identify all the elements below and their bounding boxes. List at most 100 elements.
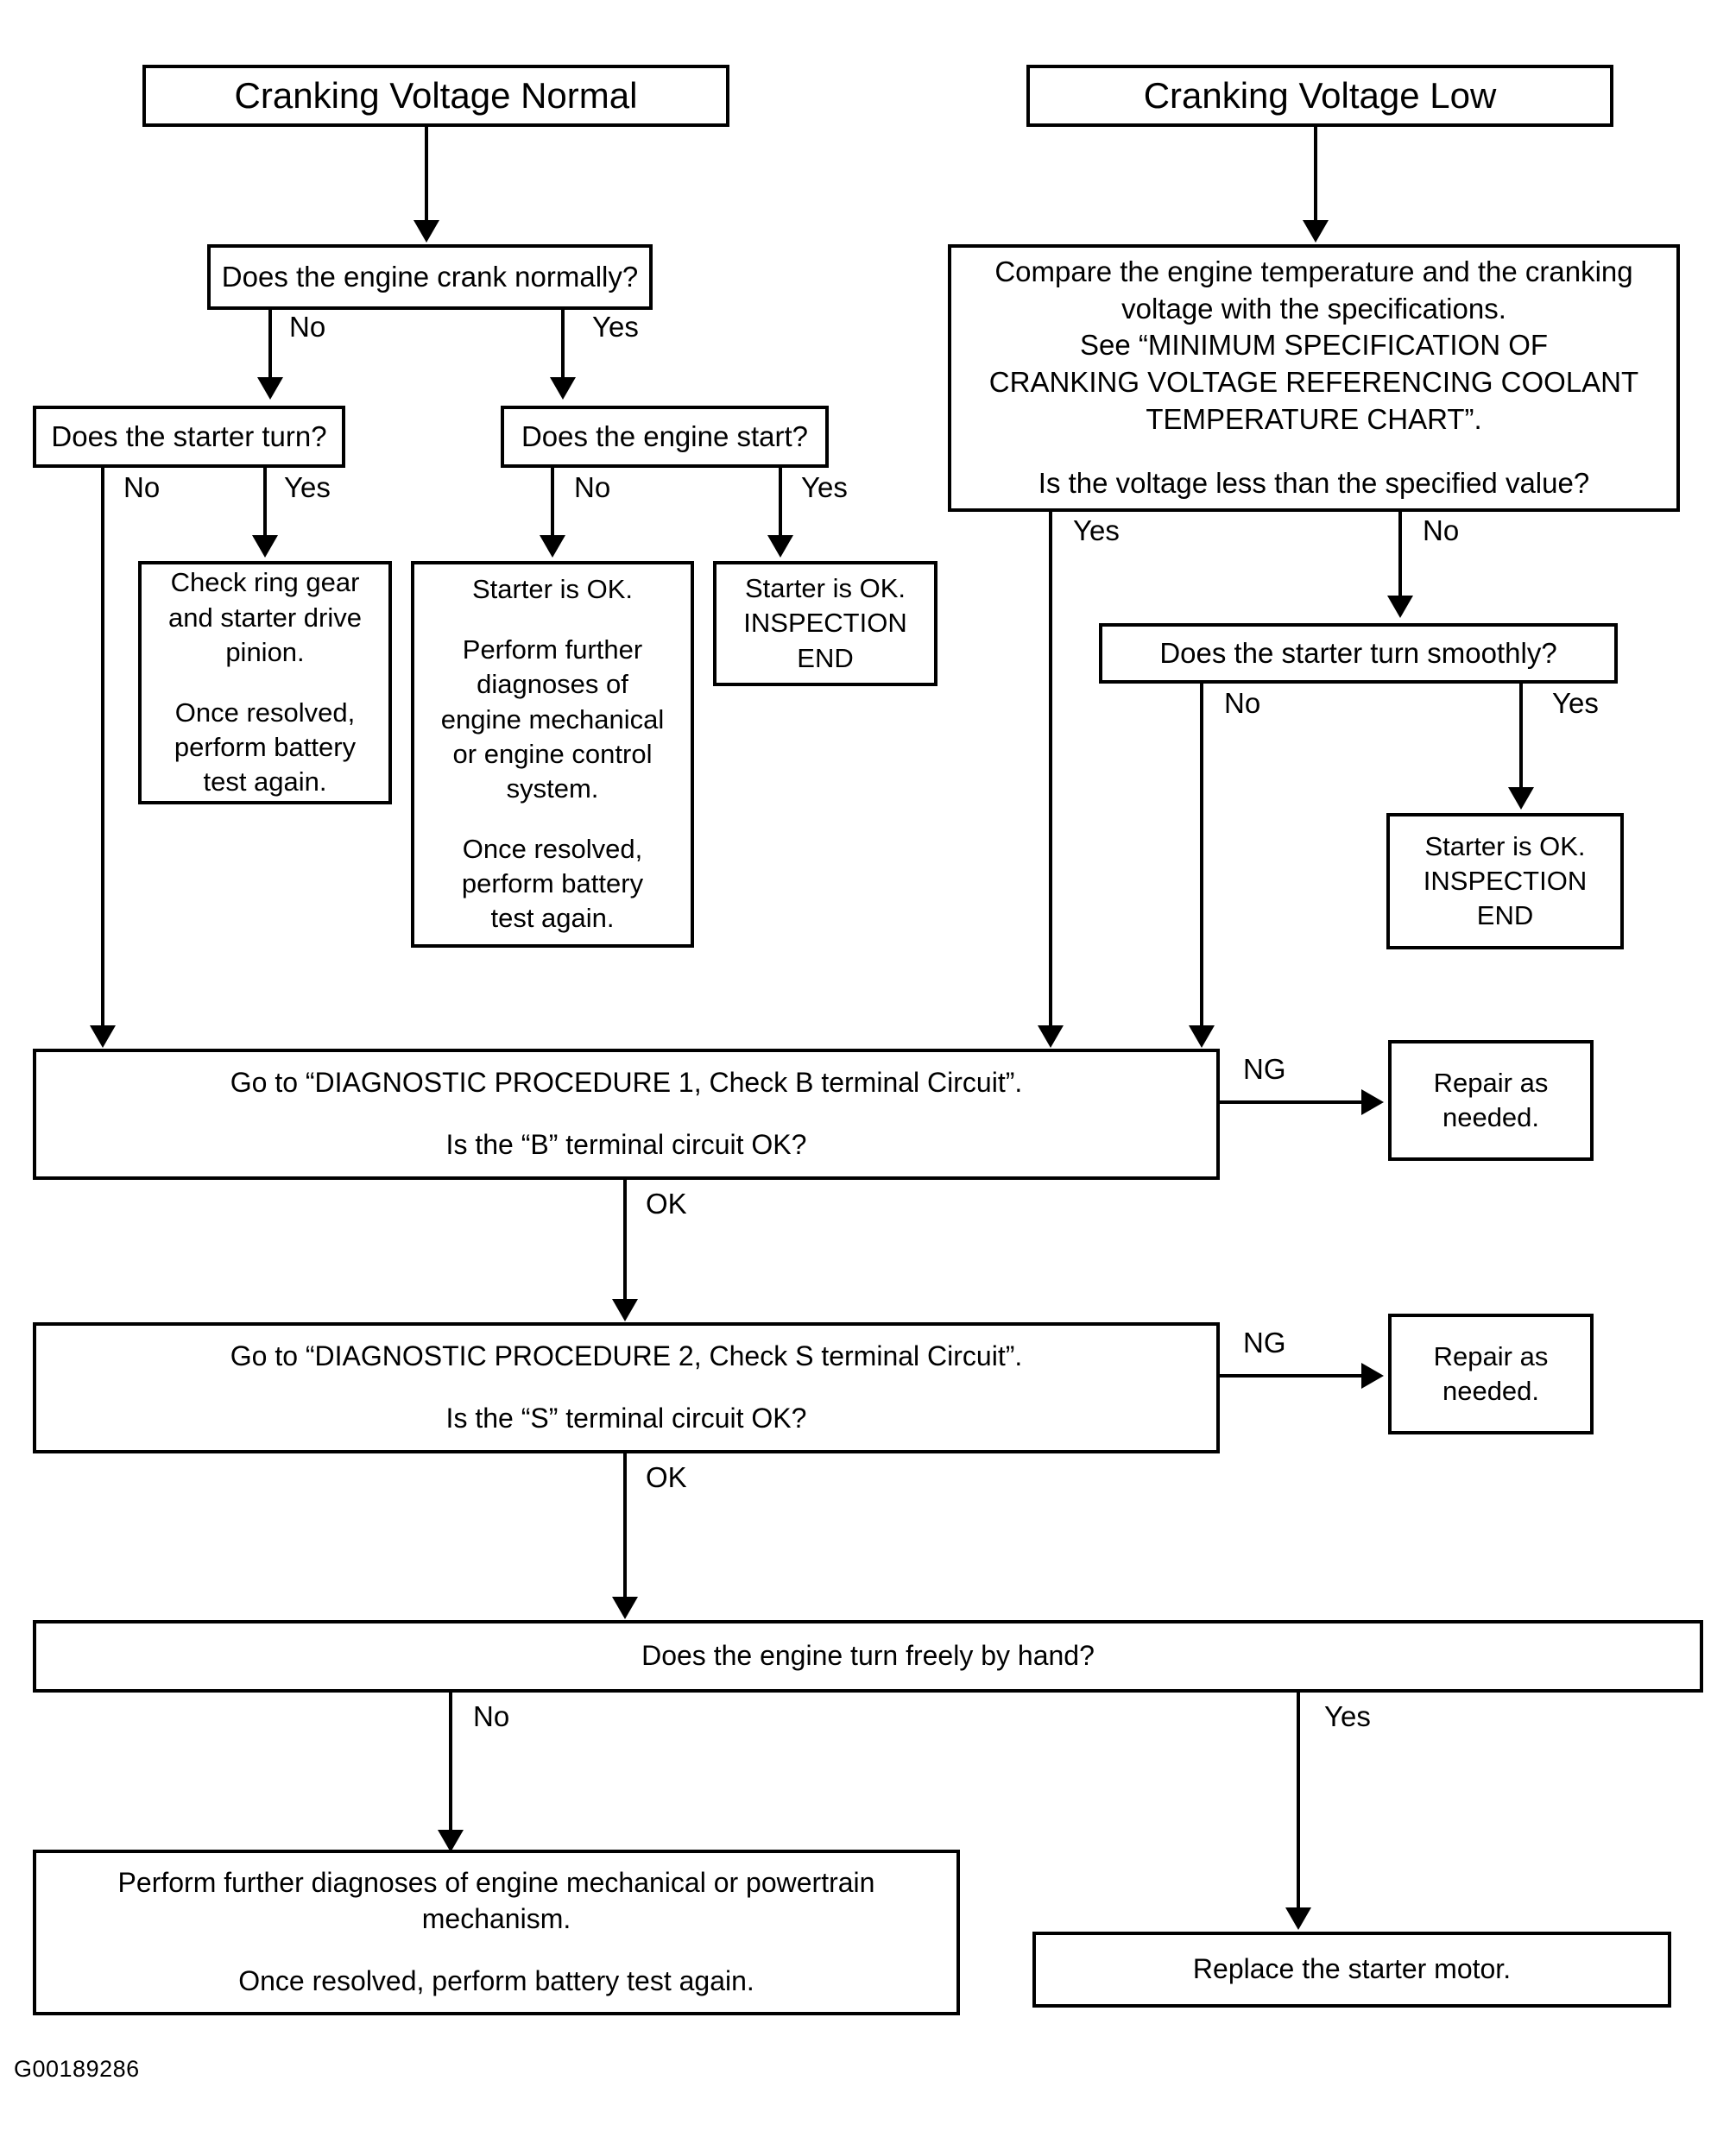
branch-label-turn-freely-no: No (473, 1700, 510, 1732)
arrow-voltage-no (1387, 596, 1413, 618)
node-starter-ok-further-diagnoses: Starter is OK. Perform further diagnoses… (411, 561, 694, 948)
connector-voltage-yes (1049, 512, 1052, 1037)
end-b-line-3: END (1476, 900, 1534, 931)
repair1-line-2: needed. (1442, 1102, 1540, 1132)
arrow-voltage-yes (1038, 1025, 1064, 1048)
figure-reference-code: G00189286 (14, 2056, 140, 2082)
ring-gear-line-4: Once resolved, (174, 697, 356, 728)
compare-line-4: CRANKING VOLTAGE REFERENCING COOLANT (988, 366, 1639, 399)
ring-gear-line-1: Check ring gear (170, 567, 360, 598)
ring-gear-line-5: perform battery (174, 732, 357, 763)
connector-turn-freely-no (449, 1693, 452, 1841)
connector-starter-turn-yes (263, 468, 267, 547)
arrow-engine-start-yes (767, 535, 793, 558)
end-a-line-3: END (797, 642, 854, 673)
node-repair-as-needed-2: Repair as needed. (1388, 1314, 1594, 1434)
arrow-starter-turn-yes (252, 535, 278, 558)
connector-crank-yes (561, 310, 565, 389)
connector-proc1-ok (623, 1180, 627, 1311)
node-replace-starter-motor: Replace the starter motor. (1032, 1932, 1671, 2008)
repair1-line-1: Repair as (1433, 1067, 1549, 1098)
ring-gear-line-3: pinion. (225, 636, 305, 667)
branch-label-proc2-ng: NG (1243, 1327, 1286, 1359)
connector-crank-no (268, 310, 272, 389)
node-label: Does the engine crank normally? (221, 260, 639, 293)
node-diagnostic-procedure-2: Go to “DIAGNOSTIC PROCEDURE 2, Check S t… (33, 1322, 1220, 1453)
connector-proc2-ok (623, 1453, 627, 1609)
node-perform-diagnoses-powertrain: Perform further diagnoses of engine mech… (33, 1850, 960, 2015)
branch-label-engine-start-no: No (574, 471, 611, 503)
node-label: Does the starter turn smoothly? (1159, 636, 1557, 669)
ring-gear-line-2: and starter drive (168, 602, 362, 633)
branch-label-turn-freely-yes: Yes (1324, 1700, 1371, 1732)
branch-label-crank-no: No (289, 311, 326, 343)
node-label: Does the engine start? (521, 419, 809, 452)
connector-smooth-no (1200, 684, 1203, 1037)
node-engine-turn-freely: Does the engine turn freely by hand? (33, 1620, 1703, 1693)
powertrain-line-2: mechanism. (421, 1903, 571, 1934)
diag-line-4: engine mechanical (440, 703, 665, 735)
proc1-line-2: Is the “B” terminal circuit OK? (445, 1129, 807, 1161)
branch-label-proc1-ng: NG (1243, 1053, 1286, 1085)
diag-line-1: Starter is OK. (471, 574, 634, 605)
connector-proc2-ng (1220, 1374, 1361, 1378)
node-check-ring-gear: Check ring gear and starter drive pinion… (138, 561, 392, 804)
diag-line-5: or engine control (452, 738, 653, 769)
node-cranking-voltage-low: Cranking Voltage Low (1026, 65, 1613, 127)
connector-turn-freely-yes (1297, 1693, 1300, 1919)
compare-line-3: See “MINIMUM SPECIFICATION OF (1079, 329, 1549, 362)
ring-gear-line-6: test again. (203, 766, 327, 798)
branch-label-crank-yes: Yes (592, 311, 639, 343)
arrow-turn-freely-no (438, 1830, 464, 1852)
node-label: Does the engine turn freely by hand? (641, 1640, 1095, 1672)
node-cranking-voltage-normal: Cranking Voltage Normal (142, 65, 729, 127)
branch-label-proc2-ok: OK (646, 1461, 687, 1493)
end-b-line-1: Starter is OK. (1424, 830, 1586, 861)
arrow-crank-yes (550, 377, 576, 400)
compare-question: Is the voltage less than the specified v… (1038, 467, 1590, 500)
diag-line-2: Perform further (462, 634, 643, 665)
arrow-turn-freely-yes (1285, 1907, 1311, 1930)
node-starter-ok-inspection-end-a: Starter is OK. INSPECTION END (713, 561, 937, 686)
node-label: Replace the starter motor. (1192, 1953, 1512, 1985)
arrow-smooth-yes (1508, 787, 1534, 810)
compare-line-5: TEMPERATURE CHART”. (1146, 403, 1482, 436)
diag-line-7: Once resolved, (462, 833, 643, 864)
arrow-proc1-ok (612, 1299, 638, 1321)
connector-engine-start-no (551, 468, 554, 547)
end-b-line-2: INSPECTION (1423, 865, 1588, 896)
arrow-smooth-no (1189, 1025, 1215, 1048)
arrow-low-to-compare (1303, 220, 1329, 243)
connector-engine-start-yes (779, 468, 782, 547)
node-engine-crank-normally: Does the engine crank normally? (207, 244, 653, 310)
node-repair-as-needed-1: Repair as needed. (1388, 1040, 1594, 1161)
repair2-line-1: Repair as (1433, 1340, 1549, 1371)
proc2-line-2: Is the “S” terminal circuit OK? (445, 1403, 807, 1434)
powertrain-line-1: Perform further diagnoses of engine mech… (117, 1867, 875, 1899)
branch-label-engine-start-yes: Yes (801, 471, 848, 503)
branch-label-voltage-yes: Yes (1073, 514, 1120, 546)
end-a-line-1: Starter is OK. (744, 573, 906, 604)
arrow-proc2-ok (612, 1597, 638, 1619)
branch-label-voltage-no: No (1423, 514, 1460, 546)
branch-label-smooth-yes: Yes (1552, 687, 1599, 719)
connector-voltage-no (1398, 512, 1402, 608)
powertrain-line-3: Once resolved, perform battery test agai… (238, 1964, 754, 1996)
node-starter-ok-inspection-end-b: Starter is OK. INSPECTION END (1386, 813, 1624, 949)
node-starter-turn-smoothly: Does the starter turn smoothly? (1099, 623, 1618, 684)
connector-low-to-compare (1314, 127, 1317, 232)
diag-line-9: test again. (490, 903, 615, 934)
node-label: Does the starter turn? (51, 419, 327, 452)
branch-label-starter-turn-yes: Yes (284, 471, 331, 503)
branch-label-starter-turn-no: No (123, 471, 161, 503)
node-label: Cranking Voltage Low (1143, 74, 1497, 116)
connector-normal-to-crank (425, 127, 428, 232)
node-label: Cranking Voltage Normal (234, 74, 638, 116)
arrow-proc1-ng (1361, 1089, 1384, 1115)
diag-line-6: system. (506, 773, 599, 804)
end-a-line-2: INSPECTION (743, 608, 907, 639)
arrow-crank-no (257, 377, 283, 400)
node-starter-turn: Does the starter turn? (33, 406, 345, 468)
proc2-line-1: Go to “DIAGNOSTIC PROCEDURE 2, Check S t… (230, 1340, 1023, 1372)
